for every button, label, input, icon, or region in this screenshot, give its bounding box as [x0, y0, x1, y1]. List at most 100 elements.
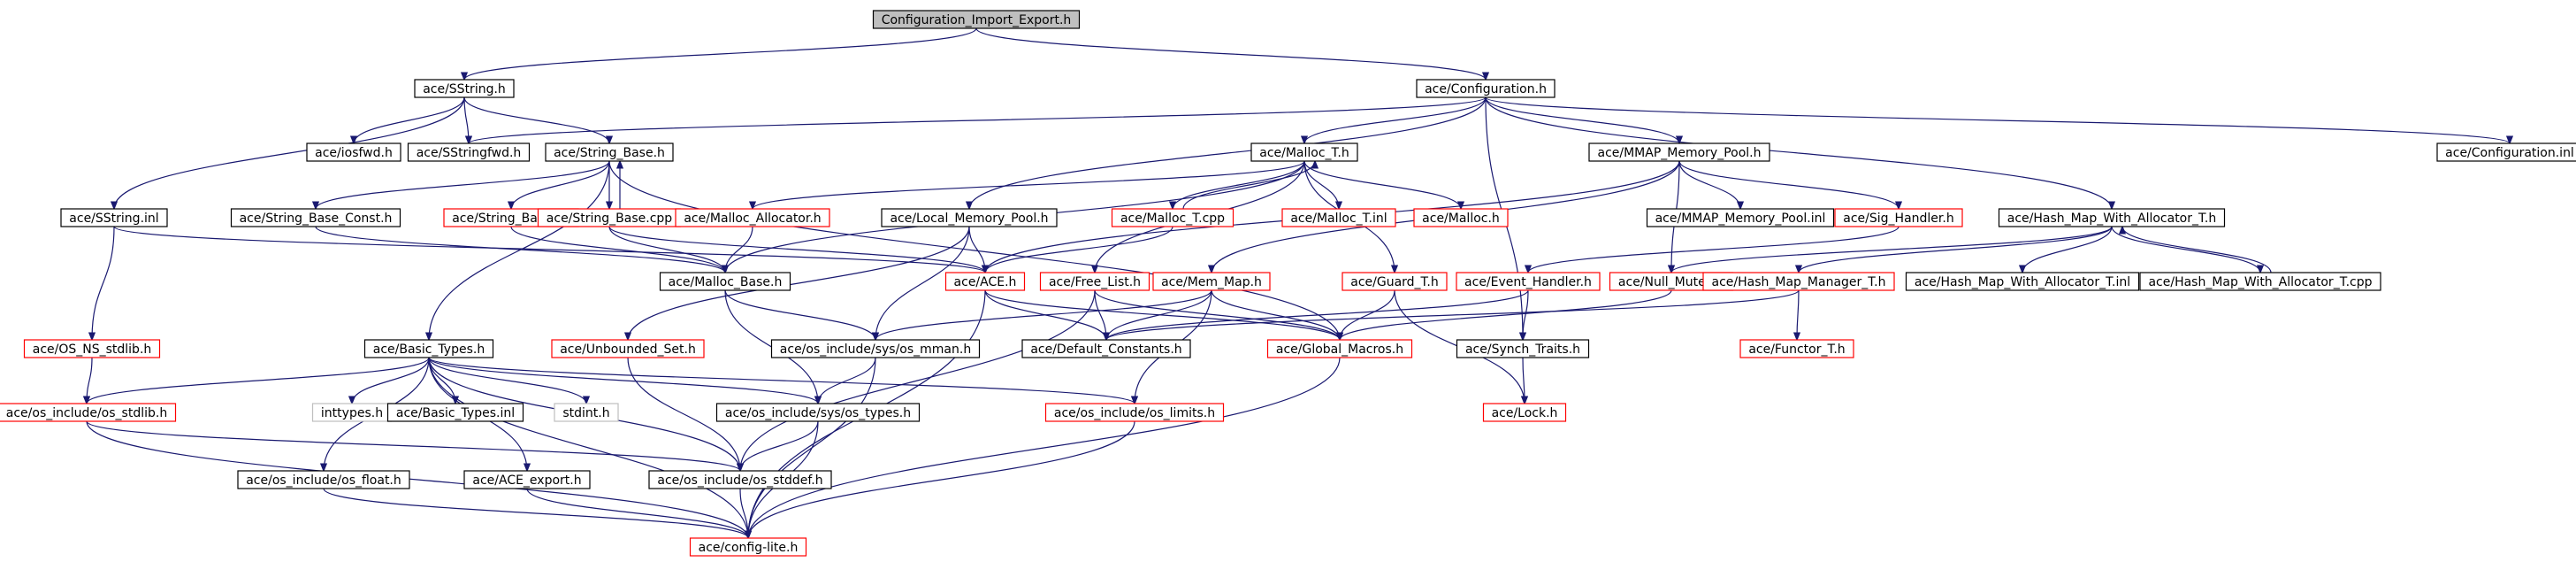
node-label: ace/String_Base.cpp	[547, 212, 673, 226]
node-box	[689, 537, 807, 557]
node-os-mman[interactable]: ace/os_include/sys/os_mman.h	[770, 339, 981, 358]
node-basic-types-inl[interactable]: ace/Basic_Types.inl	[386, 403, 524, 422]
edge-hmwa-t-to-hmwa-cpp	[2111, 226, 2260, 273]
edge-configuration-to-config-inl	[1485, 96, 2510, 143]
node-label: ace/Event_Handler.h	[1464, 275, 1592, 289]
node-hmm-t[interactable]: ace/Hash_Map_Manager_T.h	[1702, 272, 1895, 291]
node-ace-export[interactable]: ace/ACE_export.h	[463, 470, 591, 489]
node-malloc-h[interactable]: ace/Malloc.h	[1413, 208, 1509, 227]
edge-hmm-t-to-default-const	[1106, 289, 1800, 340]
node-os-limits[interactable]: ace/os_include/os_limits.h	[1044, 403, 1225, 422]
node-sb-cpp[interactable]: ace/String_Base.cpp	[537, 208, 682, 227]
node-global-macros[interactable]: ace/Global_Macros.h	[1266, 339, 1413, 358]
node-malloc-alloc[interactable]: ace/Malloc_Allocator.h	[675, 208, 830, 227]
node-config-inl[interactable]: ace/Configuration.inl	[2436, 142, 2576, 162]
node-label: ace/ACE.h	[954, 275, 1017, 289]
node-free-list[interactable]: ace/Free_List.h	[1039, 272, 1150, 291]
node-label: ace/SString.h	[423, 82, 506, 96]
node-label: ace/os_include/os_limits.h	[1054, 406, 1215, 420]
node-ace-h[interactable]: ace/ACE.h	[944, 272, 1026, 291]
node-label: ace/Local_Memory_Pool.h	[890, 212, 1048, 226]
node-label: ace/Mem_Map.h	[1161, 275, 1262, 289]
node-mmap-pool[interactable]: ace/MMAP_Memory_Pool.h	[1588, 142, 1770, 162]
node-box	[1482, 403, 1567, 422]
node-stdint[interactable]: stdint.h	[554, 403, 619, 422]
node-malloc-base[interactable]: ace/Malloc_Base.h	[659, 272, 791, 291]
edge-string-base-to-basic-types	[429, 160, 610, 340]
edge-sb-inl-to-malloc-base	[510, 226, 725, 273]
node-box	[1250, 142, 1358, 162]
node-box	[1456, 339, 1590, 358]
node-inttypes[interactable]: inttypes.h	[311, 403, 393, 422]
node-box	[1111, 208, 1234, 227]
node-label: Configuration_Import_Export.h	[882, 13, 1072, 27]
node-hmwa-cpp[interactable]: ace/Hash_Map_With_Allocator_T.cpp	[2139, 272, 2381, 291]
node-synch-traits[interactable]: ace/Synch_Traits.h	[1456, 339, 1590, 358]
node-hmwa-inl[interactable]: ace/Hash_Map_With_Allocator_T.inl	[1905, 272, 2140, 291]
node-root[interactable]: Configuration_Import_Export.h	[872, 10, 1081, 29]
edge-malloc-t-to-malloc-t-cpp	[1173, 160, 1305, 209]
node-box	[1646, 208, 1835, 227]
edge-os-float-to-config-lite	[323, 488, 748, 538]
edge-string-base-to-sb-const	[316, 160, 610, 209]
node-sstringfwd[interactable]: ace/SStringfwd.h	[407, 142, 531, 162]
node-basic-types[interactable]: ace/Basic_Types.h	[363, 339, 494, 358]
node-unbounded-set[interactable]: ace/Unbounded_Set.h	[551, 339, 705, 358]
node-label: ace/SString.inl	[69, 212, 158, 226]
node-sig-handler[interactable]: ace/Sig_Handler.h	[1834, 208, 1963, 227]
edge-sb-cpp-to-malloc-base	[608, 226, 725, 273]
node-label: ace/Null_Mutex.h	[1618, 275, 1724, 289]
node-box	[407, 142, 531, 162]
node-mem-map[interactable]: ace/Mem_Map.h	[1152, 272, 1271, 291]
node-iosfwd[interactable]: ace/iosfwd.h	[306, 142, 401, 162]
edge-os-ns-stdlib-to-os-stdlib	[87, 357, 93, 404]
node-malloc-t[interactable]: ace/Malloc_T.h	[1250, 142, 1358, 162]
node-box	[1834, 208, 1963, 227]
node-mmap-inl[interactable]: ace/MMAP_Memory_Pool.inl	[1646, 208, 1835, 227]
node-malloc-t-inl[interactable]: ace/Malloc_T.inl	[1281, 208, 1396, 227]
node-string-base[interactable]: ace/String_Base.h	[545, 142, 674, 162]
edge-malloc-base-to-os-mman	[724, 289, 875, 340]
node-os-float[interactable]: ace/os_include/os_float.h	[237, 470, 410, 489]
node-box	[881, 208, 1058, 227]
node-box	[944, 272, 1026, 291]
node-hmwa-t[interactable]: ace/Hash_Map_With_Allocator_T.h	[1998, 208, 2226, 227]
node-functor-t[interactable]: ace/Functor_T.h	[1739, 339, 1854, 358]
node-box	[1342, 272, 1448, 291]
edge-hmwa-cpp-to-hmwa-t	[2122, 227, 2272, 273]
node-configuration[interactable]: ace/Configuration.h	[1416, 79, 1556, 98]
node-label: ace/Lock.h	[1492, 406, 1558, 420]
edge-hmwa-t-to-hmm-t	[1799, 226, 2113, 273]
edge-global-macros-to-config-lite	[748, 357, 1341, 538]
node-box	[648, 470, 832, 489]
node-box	[237, 470, 410, 489]
node-os-stddef[interactable]: ace/os_include/os_stddef.h	[648, 470, 832, 489]
node-guard-t[interactable]: ace/Guard_T.h	[1342, 272, 1448, 291]
node-box	[23, 339, 161, 358]
node-label: ace/Hash_Map_With_Allocator_T.cpp	[2148, 275, 2372, 289]
node-label: ace/os_include/sys/os_mman.h	[780, 343, 971, 357]
node-os-types[interactable]: ace/os_include/sys/os_types.h	[715, 403, 921, 422]
node-sb-const[interactable]: ace/String_Base_Const.h	[230, 208, 401, 227]
edge-free-list-to-os-stddef	[740, 289, 1096, 471]
edge-mmap-pool-to-sig-handler	[1678, 160, 1899, 209]
edge-hmwa-t-to-null-mutex	[1671, 226, 2113, 273]
node-config-lite[interactable]: ace/config-lite.h	[689, 537, 807, 557]
edge-os-types-to-os-stddef	[740, 420, 819, 471]
edge-sstring-inl-to-os-ns-stdlib	[92, 226, 115, 340]
edge-sig-handler-to-event-handler	[1528, 226, 1900, 273]
node-null-mutex[interactable]: ace/Null_Mutex.h	[1609, 272, 1734, 291]
node-os-stdlib[interactable]: ace/os_include/os_stdlib.h	[0, 403, 177, 422]
node-label: ace/Configuration.inl	[2445, 146, 2574, 160]
node-box	[2436, 142, 2576, 162]
node-box	[0, 403, 177, 422]
node-malloc-t-cpp[interactable]: ace/Malloc_T.cpp	[1111, 208, 1234, 227]
node-sstring-inl[interactable]: ace/SString.inl	[60, 208, 168, 227]
node-sstring[interactable]: ace/SString.h	[414, 79, 515, 98]
node-default-const[interactable]: ace/Default_Constants.h	[1021, 339, 1191, 358]
node-os-ns-stdlib[interactable]: ace/OS_NS_stdlib.h	[23, 339, 161, 358]
node-local-pool[interactable]: ace/Local_Memory_Pool.h	[881, 208, 1058, 227]
node-lock-h[interactable]: ace/Lock.h	[1482, 403, 1567, 422]
edge-basic-types-to-config-lite	[428, 357, 748, 538]
node-event-handler[interactable]: ace/Event_Handler.h	[1456, 272, 1601, 291]
